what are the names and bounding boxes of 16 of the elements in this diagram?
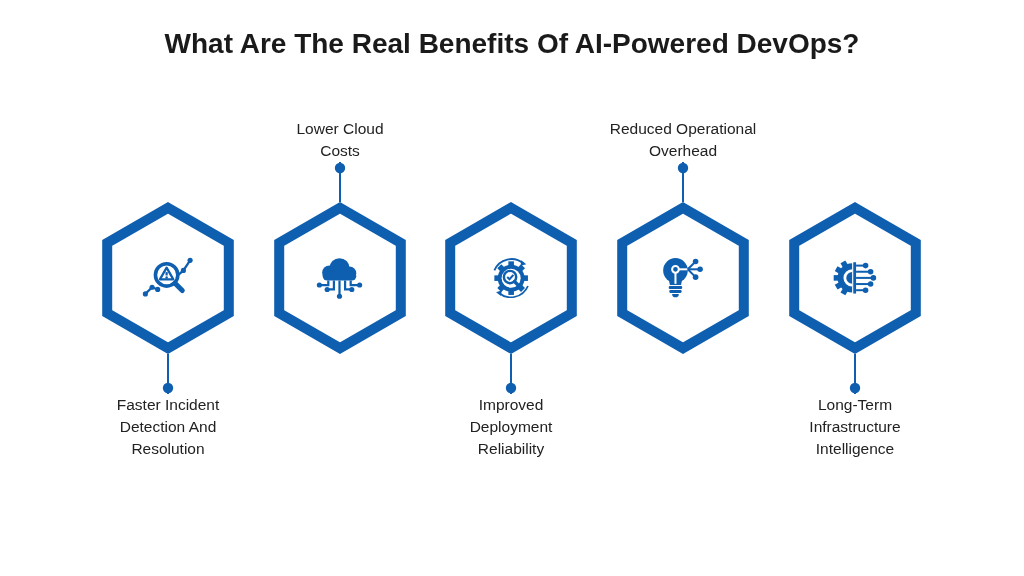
leader-line — [162, 353, 174, 395]
benefit-label: Faster Incident Detection And Resolution — [106, 394, 230, 460]
benefit-label: Improved Deployment Reliability — [459, 394, 563, 460]
hexagon — [445, 202, 577, 354]
benefit-label: Long-Term Infrastructure Intelligence — [796, 394, 914, 460]
benefit-label: Reduced Operational Overhead — [597, 118, 769, 162]
leader-line — [677, 161, 689, 203]
hexagon — [789, 202, 921, 354]
title: What Are The Real Benefits Of AI-Powered DevOps? — [164, 27, 860, 61]
leader-line — [505, 353, 517, 395]
leader-line — [849, 353, 861, 395]
benefit-label: Lower Cloud Costs — [288, 118, 392, 162]
hexagon — [102, 202, 234, 354]
hexagon — [617, 202, 749, 354]
hexagon — [274, 202, 406, 354]
leader-line — [334, 161, 346, 203]
